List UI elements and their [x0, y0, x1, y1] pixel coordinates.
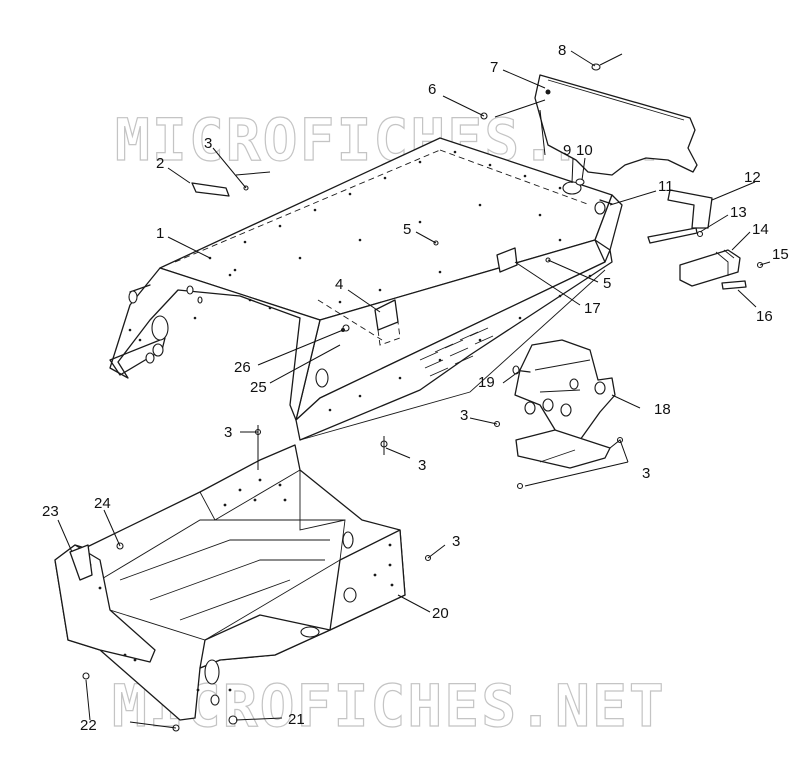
callout-24: 24	[94, 495, 111, 512]
callout-25: 25	[250, 379, 267, 396]
part-9-10-slot	[562, 178, 585, 195]
part-11-rail	[599, 199, 613, 205]
callout-2: 2	[156, 155, 164, 172]
callout-17: 17	[584, 300, 601, 317]
callout-9: 9	[563, 142, 571, 159]
callout-3-mid: 3	[460, 407, 468, 424]
callout-3-bracket: 3	[642, 465, 650, 482]
callout-18: 18	[654, 401, 671, 418]
callout-labels: 8 7 6 3 2 9 10 11 12 13 14 15 16 1 5 5 1…	[42, 42, 789, 734]
callout-15: 15	[772, 246, 789, 263]
leader-lines	[57, 50, 771, 729]
callout-10: 10	[576, 142, 593, 159]
tunnel-vent-slots	[419, 327, 494, 377]
callout-22: 22	[80, 717, 97, 734]
callout-13: 13	[730, 204, 747, 221]
part-4-bracket	[374, 299, 401, 346]
callout-12: 12	[744, 169, 761, 186]
part-2-decal	[191, 182, 230, 197]
watermark-bottom: MICROFICHES.NET	[112, 672, 666, 740]
callout-5-lower: 5	[603, 275, 611, 292]
tunnel-rivet-dots	[128, 150, 592, 412]
callout-26: 26	[234, 359, 251, 376]
callout-4: 4	[335, 276, 343, 293]
callout-8: 8	[558, 42, 566, 59]
callout-3-tunnel: 3	[418, 457, 426, 474]
callout-3-frame: 3	[224, 424, 232, 441]
part-23-bracket	[69, 544, 93, 581]
callout-1: 1	[156, 225, 164, 242]
part-14-bumper	[679, 249, 741, 287]
callout-14: 14	[752, 221, 769, 238]
part-17-bracket	[496, 247, 518, 273]
part-18-bracket	[514, 339, 616, 441]
callout-16: 16	[756, 308, 773, 325]
part-12-rail	[667, 189, 713, 229]
callout-5-upper: 5	[403, 221, 411, 238]
callout-11: 11	[658, 178, 674, 195]
callout-23: 23	[42, 503, 59, 520]
part-13-plate	[647, 227, 704, 244]
callout-6: 6	[428, 81, 436, 98]
callout-3-top: 3	[204, 135, 212, 152]
lower-bracket-plate	[515, 429, 611, 469]
part-1-tunnel	[109, 137, 623, 441]
part-8-rivet	[591, 53, 623, 71]
part-16-plate	[721, 280, 747, 290]
callout-20: 20	[432, 605, 449, 622]
part-7-rear-flap	[534, 74, 698, 176]
callout-7: 7	[490, 59, 498, 76]
callout-3-side: 3	[452, 533, 460, 550]
callout-19: 19	[478, 374, 495, 391]
callout-21: 21	[288, 711, 305, 728]
